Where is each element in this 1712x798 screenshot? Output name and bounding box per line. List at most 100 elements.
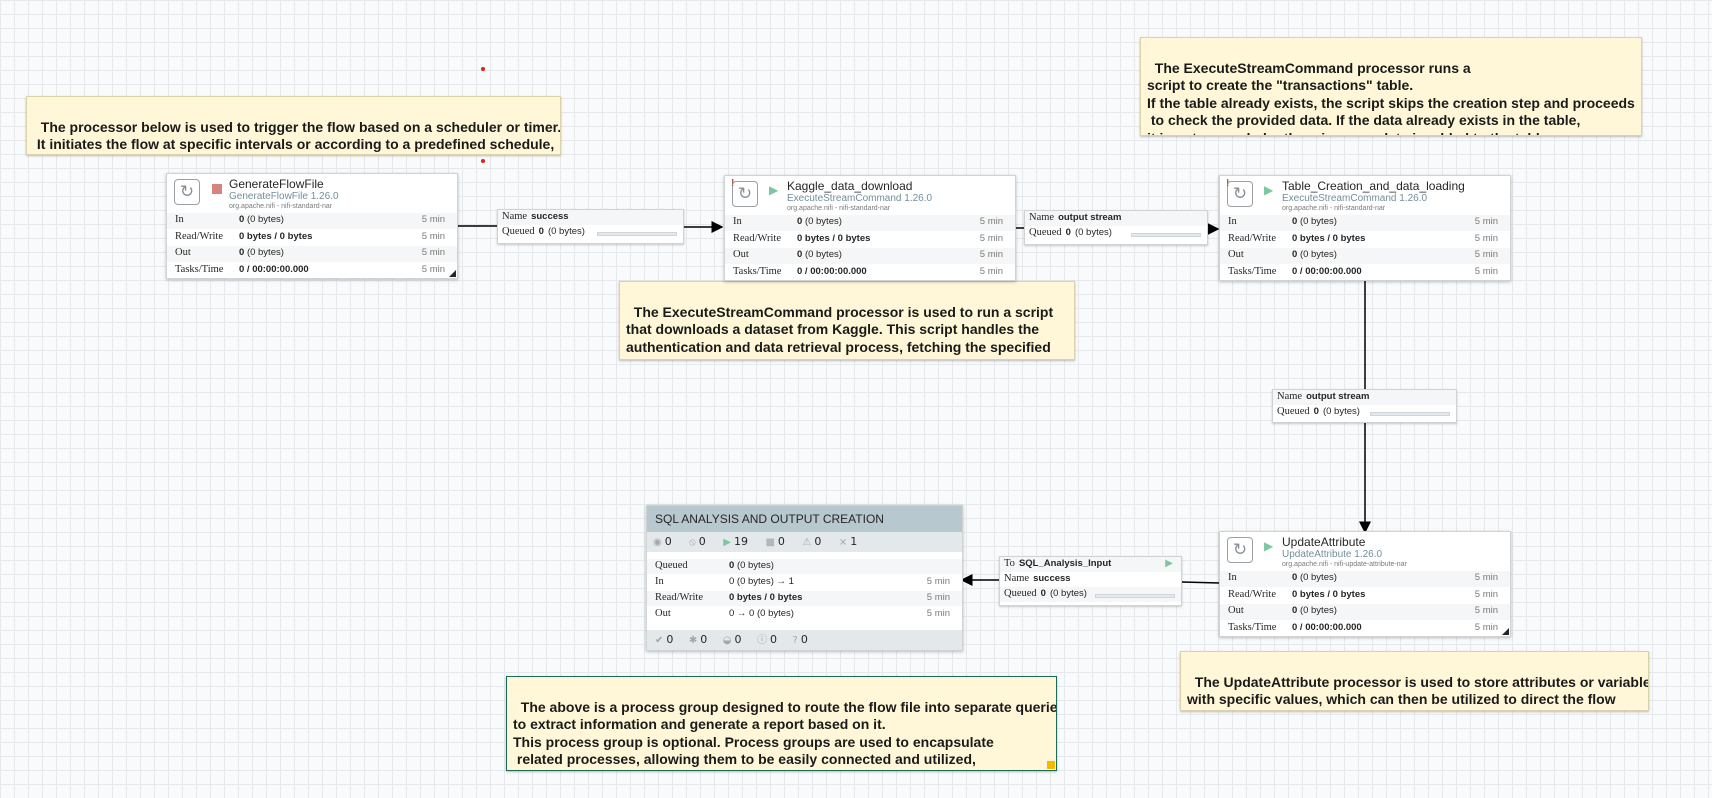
processor-type: GenerateFlowFile 1.26.0 xyxy=(229,191,339,202)
processor-type: ExecuteStreamCommand 1.26.0 xyxy=(787,193,933,204)
stat-window: 5 min xyxy=(979,249,1003,260)
stat-window: 5 min xyxy=(1474,572,1498,583)
stat-in-size: (0 bytes) xyxy=(1299,216,1337,227)
processor-update-attribute[interactable]: ↻ ▶ UpdateAttribute UpdateAttribute 1.26… xyxy=(1219,531,1511,637)
bulletin-corner-icon[interactable] xyxy=(449,270,456,277)
not-transmitting-icon: ⦸ xyxy=(689,537,696,548)
stopped-count: 0 xyxy=(777,535,785,548)
conn-queued-count: 0 xyxy=(1040,588,1046,599)
stat-window: 5 min xyxy=(979,216,1003,227)
stat-label-rw: Read/Write xyxy=(733,232,781,244)
processor-table-creation[interactable]: ↻ ! ▶ Table_Creation_and_data_loading Ex… xyxy=(1219,175,1511,281)
trigger-note-label[interactable]: The processor below is used to trigger t… xyxy=(26,96,561,155)
stat-in-size: (0 bytes) xyxy=(1299,572,1337,583)
processor-type: ExecuteStreamCommand 1.26.0 xyxy=(1282,193,1428,204)
stat-window: 5 min xyxy=(979,265,1003,277)
kaggle-note-label[interactable]: The ExecuteStreamCommand processor is us… xyxy=(619,281,1075,360)
stat-label-in: In xyxy=(1228,216,1237,227)
process-group-title: SQL ANALYSIS AND OUTPUT CREATION xyxy=(647,506,962,532)
stat-label-in: In xyxy=(1228,572,1237,583)
pg-rw: 0 bytes / 0 bytes xyxy=(729,592,803,603)
conn-queued-size: (0 bytes) xyxy=(547,226,585,237)
stat-out-count: 0 xyxy=(1292,249,1298,260)
processor-name: Table_Creation_and_data_loading xyxy=(1282,179,1465,193)
stat-in-count: 0 xyxy=(797,216,803,227)
queue-progress-bar xyxy=(1131,233,1201,237)
stat-label-tasks: Tasks/Time xyxy=(1228,621,1277,633)
processor-type: UpdateAttribute 1.26.0 xyxy=(1282,549,1383,560)
pg-queued-count: 0 xyxy=(729,560,735,571)
running-icon: ▶ xyxy=(1264,183,1274,197)
stale-count: 0 xyxy=(734,633,742,646)
conn-name: output stream xyxy=(1306,391,1370,402)
update-note-label[interactable]: The UpdateAttribute processor is used to… xyxy=(1180,651,1649,711)
conn-queued-size: (0 bytes) xyxy=(1322,406,1360,417)
warning-icon[interactable]: ! xyxy=(1226,178,1230,189)
processor-icon: ↻ xyxy=(1227,537,1253,563)
stat-in-size: (0 bytes) xyxy=(804,216,842,227)
stat-window: 5 min xyxy=(926,592,950,603)
stat-tasks: 0 / 00:00:00.000 xyxy=(797,265,867,277)
stat-tasks: 0 / 00:00:00.000 xyxy=(1292,621,1362,633)
stat-label-rw: Read/Write xyxy=(655,592,703,603)
queue-progress-bar xyxy=(597,232,677,236)
transactions-note-label[interactable]: The ExecuteStreamCommand processor runs … xyxy=(1140,37,1642,136)
stat-label-rw: Read/Write xyxy=(1228,232,1276,244)
resize-handle[interactable] xyxy=(1047,761,1055,769)
not-transmitting-count: 0 xyxy=(698,535,706,548)
stat-window: 5 min xyxy=(926,608,950,619)
stat-out-count: 0 xyxy=(1292,605,1298,616)
modified-stale-count: 0 xyxy=(770,633,778,646)
stat-label-tasks: Tasks/Time xyxy=(733,265,782,277)
processor-kaggle-data-download[interactable]: ↻ ! ▶ Kaggle_data_download ExecuteStream… xyxy=(724,175,1016,281)
canvas-marker xyxy=(481,159,485,163)
sync-failure-icon: ? xyxy=(792,635,798,646)
transmitting-icon: ◉ xyxy=(653,537,662,548)
up-to-date-count: 0 xyxy=(666,633,674,646)
transactions-note-text: The ExecuteStreamCommand processor runs … xyxy=(1147,59,1635,135)
stat-window: 5 min xyxy=(1474,621,1498,633)
stat-out-count: 0 xyxy=(797,249,803,260)
running-count: 19 xyxy=(733,535,748,548)
stat-in-count: 0 xyxy=(1292,572,1298,583)
conn-name: success xyxy=(1033,573,1071,584)
group-note-label[interactable]: The above is a process group designed to… xyxy=(506,676,1057,771)
processor-icon: ↻ xyxy=(732,181,758,207)
warning-icon[interactable]: ! xyxy=(731,178,735,189)
stat-rw: 0 bytes / 0 bytes xyxy=(1292,232,1366,244)
process-group-sql-analysis[interactable]: SQL ANALYSIS AND OUTPUT CREATION ◉0 ⦸0 ▶… xyxy=(646,505,963,651)
processor-name: Kaggle_data_download xyxy=(787,179,913,193)
stat-label-out: Out xyxy=(655,608,671,619)
conn-name-key: Name xyxy=(1029,212,1055,223)
sync-failure-count: 0 xyxy=(800,633,808,646)
processor-generate-flowfile[interactable]: ↻ GenerateFlowFile GenerateFlowFile 1.26… xyxy=(166,173,458,279)
processor-bundle: org.apache.nifi - nifi-standard-nar xyxy=(787,205,891,212)
conn-queued-key: Queued xyxy=(1004,588,1037,599)
processor-bundle: org.apache.nifi - nifi-standard-nar xyxy=(1282,205,1386,212)
stat-rw: 0 bytes / 0 bytes xyxy=(239,230,313,242)
stat-window: 5 min xyxy=(421,214,445,225)
trigger-note-text: The processor below is used to trigger t… xyxy=(33,118,561,154)
stat-out-count: 0 xyxy=(239,247,245,258)
stat-window: 5 min xyxy=(1474,605,1498,616)
stat-window: 5 min xyxy=(1474,265,1498,277)
conn-name-key: Name xyxy=(1277,391,1303,402)
running-icon: ▶ xyxy=(1264,539,1274,553)
group-note-text: The above is a process group designed to… xyxy=(513,698,1057,770)
stat-label-out: Out xyxy=(1228,249,1244,260)
disabled-count: 1 xyxy=(850,535,858,548)
transmitting-count: 0 xyxy=(664,535,672,548)
running-icon: ▶ xyxy=(723,537,731,548)
stat-window: 5 min xyxy=(421,247,445,258)
conn-destination: SQL_Analysis_Input xyxy=(1018,558,1112,569)
stat-window: 5 min xyxy=(926,576,950,587)
conn-queued-key: Queued xyxy=(502,226,535,237)
stat-out-size: (0 bytes) xyxy=(246,247,284,258)
bulletin-corner-icon[interactable] xyxy=(1502,628,1509,635)
